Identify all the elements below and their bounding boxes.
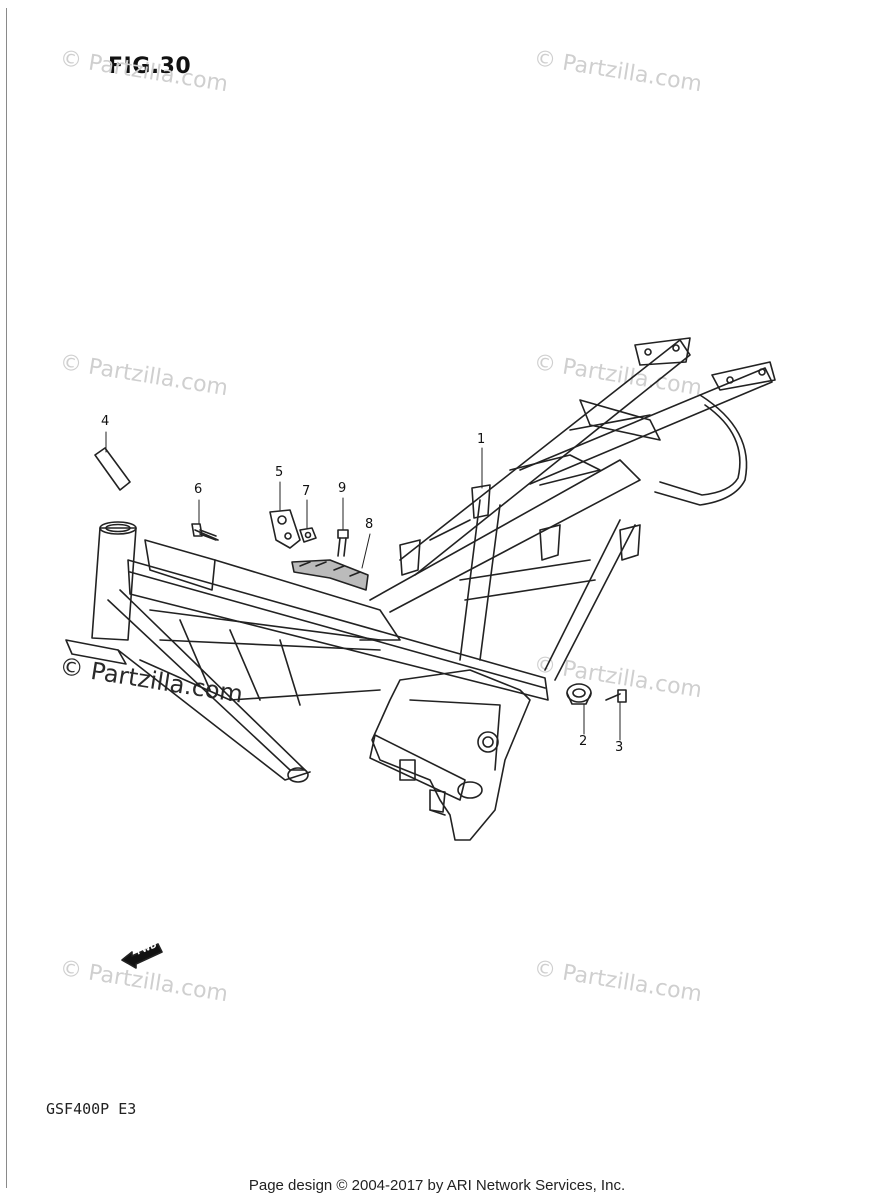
callout-6: 6: [194, 482, 203, 497]
callout-3: 3: [615, 740, 624, 755]
part-9-bolt: [337, 529, 349, 557]
callout-leaders: [105, 431, 621, 741]
figure-title: FIG.30: [108, 54, 192, 79]
model-code: GSF400P E3: [46, 1100, 137, 1118]
page-footer: Page design © 2004-2017 by ARI Network S…: [248, 1177, 626, 1194]
callout-4: 4: [101, 414, 110, 429]
callout-8: 8: [365, 517, 374, 532]
part-5-bracket: [269, 509, 301, 549]
page-border: [6, 8, 7, 1188]
callout-2: 2: [579, 734, 588, 749]
callout-9: 9: [338, 481, 347, 496]
fwd-arrow-icon: [121, 943, 163, 969]
callout-5: 5: [275, 465, 284, 480]
part-8-cushion: [291, 559, 369, 591]
part-7-nut: [299, 527, 317, 543]
callout-7: 7: [302, 484, 311, 499]
frame-rear-subframe: [369, 337, 776, 681]
callout-1: 1: [477, 432, 486, 447]
part-4-label: [94, 447, 131, 491]
frame-pivot-plate: [369, 669, 531, 841]
part-2-grommet: [566, 683, 592, 705]
part-3-screw: [605, 689, 627, 703]
part-6-bolt: [191, 523, 219, 541]
frame-main-tubes: [65, 521, 549, 783]
